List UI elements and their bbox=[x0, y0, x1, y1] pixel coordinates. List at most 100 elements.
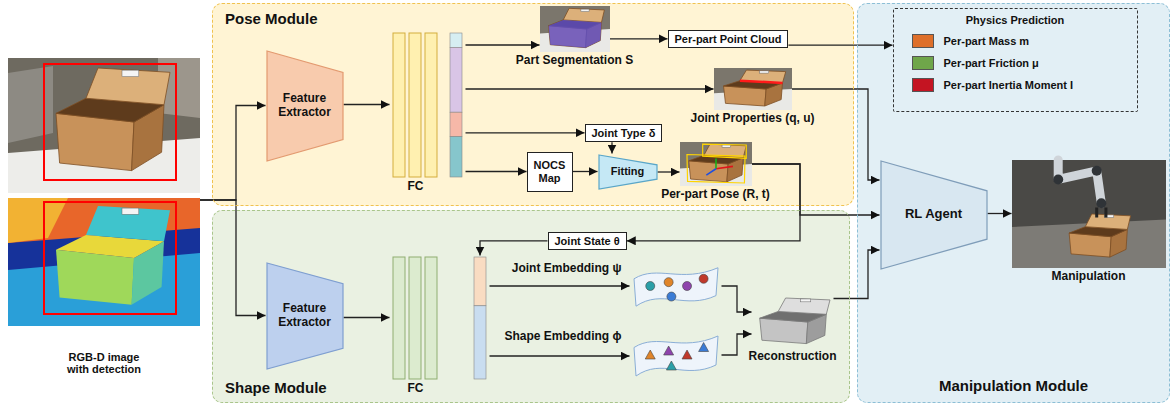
shape-part bbox=[778, 298, 830, 314]
legend-row: Per-part Mass m bbox=[912, 34, 1137, 48]
robot-gripper bbox=[1096, 207, 1105, 217]
connector-arrow bbox=[658, 171, 680, 172]
shape-part bbox=[663, 346, 673, 355]
legend-label: Per-part Inertia Moment I bbox=[944, 79, 1074, 91]
connector-arrow bbox=[466, 132, 585, 133]
rl-agent: RL Agent bbox=[880, 160, 988, 270]
box-handle bbox=[580, 9, 588, 11]
seg-art bbox=[540, 6, 610, 52]
shape-part bbox=[739, 70, 785, 83]
process-box: Per-part Point Cloud bbox=[668, 30, 789, 49]
photo-ground bbox=[8, 58, 200, 193]
photo-ground bbox=[714, 68, 792, 110]
shape-part bbox=[881, 161, 987, 269]
pose-axis bbox=[706, 168, 716, 174]
fitting-block: Fitting bbox=[598, 154, 658, 190]
box-handle bbox=[722, 144, 730, 146]
node-label: Per-part Point Cloud bbox=[675, 33, 782, 46]
photo-ground bbox=[540, 6, 610, 52]
region-fill bbox=[857, 3, 1170, 403]
shape-part bbox=[688, 160, 727, 181]
fc-art bbox=[390, 256, 490, 380]
feature-vector bbox=[450, 112, 462, 136]
node-label: Joint Type δ bbox=[592, 127, 656, 140]
robot-arm bbox=[1058, 160, 1101, 203]
mani-art bbox=[630, 330, 722, 380]
embedding-space: Joint Embedding ψ bbox=[630, 262, 722, 310]
feature-vector bbox=[450, 33, 462, 47]
shape-part bbox=[8, 66, 53, 143]
shape-part bbox=[698, 342, 708, 351]
node-label: Manipulation bbox=[1052, 270, 1126, 284]
legend-label: Per-part Mass m bbox=[944, 35, 1030, 47]
module-title: Shape Module bbox=[225, 379, 327, 396]
depth-image bbox=[8, 198, 200, 326]
node-label: RL Agent bbox=[902, 207, 965, 222]
connectors bbox=[200, 39, 1012, 356]
input-image: RGB-D image with detection bbox=[8, 58, 200, 380]
box-handle bbox=[759, 70, 768, 72]
connector-arrow bbox=[200, 200, 266, 316]
pose-axis bbox=[715, 158, 717, 168]
connector-arrow bbox=[752, 164, 880, 215]
process-box: NOCS Map bbox=[527, 152, 573, 192]
shape-part bbox=[86, 68, 170, 105]
node-label: Shape Embedding ϕ bbox=[504, 330, 621, 344]
shape-part bbox=[1085, 214, 1130, 229]
module-region: Manipulation ModulePhysics PredictionPer… bbox=[857, 3, 1170, 403]
fc-art bbox=[390, 32, 466, 178]
node-label: Part Segmentation S bbox=[516, 54, 633, 68]
feature-extractor: Feature Extractor bbox=[266, 262, 344, 370]
connector-arrow bbox=[344, 104, 390, 105]
feature-extractor: Feature Extractor bbox=[266, 50, 344, 162]
embedding-point bbox=[682, 281, 691, 290]
mani-art bbox=[630, 262, 722, 310]
input-art bbox=[8, 58, 200, 380]
shape-part bbox=[723, 80, 782, 88]
node-label: Joint Properties (q, u) bbox=[690, 112, 814, 126]
module-region: Shape ModuleFeature ExtractorFCJoint Sta… bbox=[212, 210, 850, 403]
embedding-point bbox=[666, 292, 675, 301]
legend-swatch bbox=[912, 56, 934, 70]
pose-axis bbox=[716, 166, 733, 168]
connector-arrow bbox=[490, 355, 630, 356]
shape-part bbox=[8, 198, 200, 243]
connector-arrow bbox=[788, 44, 892, 45]
joint-axis bbox=[739, 80, 782, 82]
region-fills bbox=[212, 3, 1170, 403]
box-handle bbox=[122, 208, 139, 214]
node-label: Reconstruction bbox=[748, 350, 836, 364]
feature-vector bbox=[474, 257, 486, 306]
shape-part bbox=[267, 263, 343, 369]
module-title: Manipulation Module bbox=[858, 377, 1169, 394]
fc-bar bbox=[409, 257, 421, 379]
image-thumb: Per-part Pose (R, t) bbox=[680, 142, 752, 186]
module-title: Pose Module bbox=[225, 10, 318, 27]
photo-ground bbox=[8, 198, 200, 326]
image-thumb: Manipulation bbox=[1012, 160, 1166, 268]
node-label: Per-part Pose (R, t) bbox=[661, 188, 770, 202]
node-label: FC bbox=[408, 382, 424, 396]
connector-arrow bbox=[792, 89, 880, 180]
recon-art bbox=[752, 296, 834, 348]
detection-box bbox=[44, 64, 176, 180]
feature-vector bbox=[474, 305, 486, 378]
embedding-point bbox=[645, 281, 654, 290]
shape-part bbox=[686, 154, 744, 183]
manip-art bbox=[1012, 160, 1166, 268]
shape-part bbox=[1069, 233, 1111, 257]
node-label: NOCS Map bbox=[530, 159, 570, 184]
module-region: Pose ModuleFeature ExtractorFCPart Segme… bbox=[212, 3, 854, 206]
connector-arrow bbox=[573, 171, 598, 172]
embedding-sheet bbox=[634, 336, 718, 376]
shape-part bbox=[682, 350, 692, 359]
shape-part bbox=[666, 361, 676, 370]
connector-arrow bbox=[200, 106, 266, 201]
photo-ground bbox=[680, 142, 752, 186]
region-fill bbox=[212, 3, 854, 206]
image-thumb: Reconstruction bbox=[752, 296, 834, 348]
fc-bar bbox=[393, 257, 405, 379]
box-handle bbox=[800, 298, 810, 301]
shape-part bbox=[56, 113, 134, 170]
legend-swatch bbox=[912, 78, 934, 92]
